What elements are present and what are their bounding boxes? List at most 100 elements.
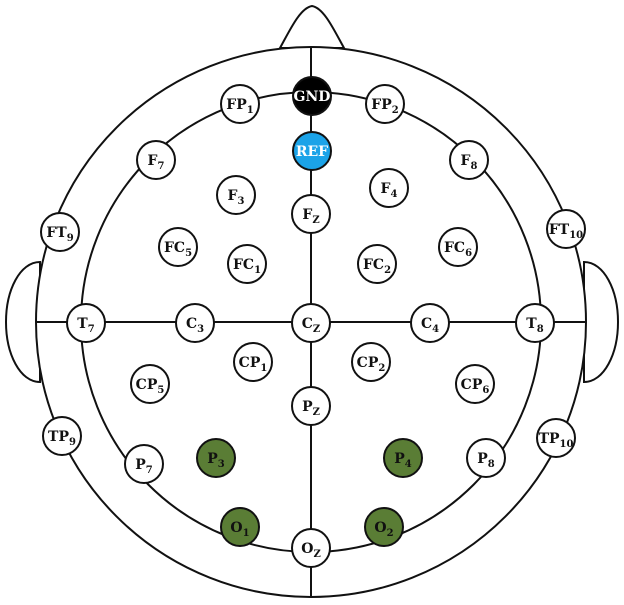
electrode-c3: C3 bbox=[175, 303, 215, 343]
electrode-label-main: P bbox=[477, 451, 488, 467]
electrode-label-sub: 3 bbox=[197, 324, 204, 335]
electrode-cz: CZ bbox=[291, 303, 331, 343]
electrode-fz: FZ bbox=[291, 194, 331, 234]
electrode-label-main: CP bbox=[357, 355, 379, 371]
electrode-label-main: CP bbox=[239, 355, 261, 371]
electrode-label: O1 bbox=[230, 520, 249, 539]
electrode-label-main: C bbox=[302, 316, 313, 332]
electrode-label: CP1 bbox=[239, 355, 268, 374]
electrode-label-main: F bbox=[228, 188, 238, 204]
electrode-label-sub: 7 bbox=[146, 465, 153, 476]
electrode-label-sub: 2 bbox=[384, 265, 391, 276]
electrode-fc2: FC2 bbox=[357, 244, 397, 284]
electrode-label-sub: 2 bbox=[387, 528, 394, 539]
electrode-circle bbox=[233, 342, 273, 382]
electrode-label-sub: 1 bbox=[243, 528, 250, 539]
electrode-label: P8 bbox=[477, 451, 495, 470]
electrode-label-sub: Z bbox=[313, 407, 320, 418]
electrode-circle bbox=[130, 364, 170, 404]
electrode-label-main: REF bbox=[296, 144, 328, 160]
electrode-label: CZ bbox=[302, 316, 320, 335]
electrode-circle bbox=[175, 303, 215, 343]
electrode-label-sub: 4 bbox=[432, 324, 439, 335]
electrode-label: FZ bbox=[302, 207, 319, 226]
electrode-label-main: T bbox=[77, 316, 88, 332]
electrode-f8: F8 bbox=[449, 140, 489, 180]
electrode-label-main: P bbox=[207, 451, 218, 467]
electrode-tp10: TP10 bbox=[536, 418, 576, 458]
electrode-label-main: O bbox=[374, 520, 386, 536]
electrode-label-main: C bbox=[421, 316, 432, 332]
electrode-label: P4 bbox=[394, 451, 412, 470]
electrode-label-sub: 5 bbox=[185, 248, 192, 259]
electrode-p3: P3 bbox=[196, 438, 236, 478]
electrode-label: C3 bbox=[186, 316, 204, 335]
electrode-cp6: CP6 bbox=[455, 364, 495, 404]
electrode-circle bbox=[351, 342, 391, 382]
electrode-label-sub: 4 bbox=[405, 459, 412, 470]
electrode-label-main: GND bbox=[294, 89, 331, 105]
electrode-p7: P7 bbox=[124, 444, 164, 484]
electrode-label: F4 bbox=[381, 181, 398, 200]
electrode-label: FC5 bbox=[164, 240, 192, 259]
electrode-f4: F4 bbox=[369, 168, 409, 208]
electrode-label: TP10 bbox=[539, 431, 574, 450]
electrode-label: C4 bbox=[421, 316, 439, 335]
electrode-circle bbox=[383, 438, 423, 478]
electrode-cp5: CP5 bbox=[130, 364, 170, 404]
nose bbox=[278, 4, 346, 49]
electrode-label-main: FC bbox=[164, 240, 185, 256]
electrode-cp2: CP2 bbox=[351, 342, 391, 382]
electrode-label-main: CP bbox=[461, 377, 483, 393]
electrode-label-sub: 10 bbox=[560, 439, 574, 450]
electrode-label-sub: 3 bbox=[218, 459, 225, 470]
electrode-gnd: GND bbox=[292, 76, 332, 116]
electrode-label-main: TP bbox=[48, 429, 69, 445]
electrode-label-main: O bbox=[301, 541, 313, 557]
electrode-label: CP2 bbox=[357, 355, 386, 374]
electrode-circle bbox=[66, 303, 106, 343]
electrode-label-main: C bbox=[186, 316, 197, 332]
electrode-circle bbox=[291, 386, 331, 426]
electrode-label: F3 bbox=[228, 188, 245, 207]
left-ear bbox=[4, 260, 41, 384]
electrode-ft9: FT9 bbox=[40, 212, 80, 252]
electrode-label-sub: 4 bbox=[390, 189, 397, 200]
right-ear bbox=[583, 260, 620, 384]
electrode-label-main: T bbox=[526, 316, 537, 332]
electrode-circle bbox=[216, 175, 256, 215]
electrode-f7: F7 bbox=[136, 140, 176, 180]
electrode-label: TP9 bbox=[48, 429, 76, 448]
electrode-label-sub: 10 bbox=[569, 230, 583, 241]
electrode-circle bbox=[364, 507, 404, 547]
electrode-fp1: FP1 bbox=[220, 84, 260, 124]
electrode-label-main: P bbox=[302, 399, 313, 415]
electrode-label: FT10 bbox=[549, 222, 583, 241]
electrode-label: F7 bbox=[148, 153, 165, 172]
electrode-label: CP6 bbox=[461, 377, 490, 396]
electrode-label-sub: 6 bbox=[482, 385, 489, 396]
electrode-circle bbox=[515, 303, 555, 343]
electrode-label: FC6 bbox=[444, 240, 472, 259]
electrode-label-main: FP bbox=[226, 97, 247, 113]
electrode-label-sub: Z bbox=[312, 215, 319, 226]
electrode-label: FT9 bbox=[46, 225, 73, 244]
electrode-ref: REF bbox=[292, 131, 332, 171]
electrode-label-main: O bbox=[230, 520, 242, 536]
electrode-label-sub: 1 bbox=[247, 105, 254, 116]
electrode-label-sub: 8 bbox=[470, 161, 477, 172]
electrode-label: P3 bbox=[207, 451, 225, 470]
electrode-f3: F3 bbox=[216, 175, 256, 215]
electrode-label-main: FC bbox=[233, 257, 254, 273]
electrode-t7: T7 bbox=[66, 303, 106, 343]
electrode-label: FP2 bbox=[371, 97, 398, 116]
electrode-label-sub: 7 bbox=[88, 324, 95, 335]
electrode-label: PZ bbox=[302, 399, 320, 418]
electrode-label: FP1 bbox=[226, 97, 253, 116]
electrode-p4: P4 bbox=[383, 438, 423, 478]
electrode-circle bbox=[466, 438, 506, 478]
electrode-circle bbox=[536, 418, 576, 458]
electrode-circle bbox=[291, 303, 331, 343]
